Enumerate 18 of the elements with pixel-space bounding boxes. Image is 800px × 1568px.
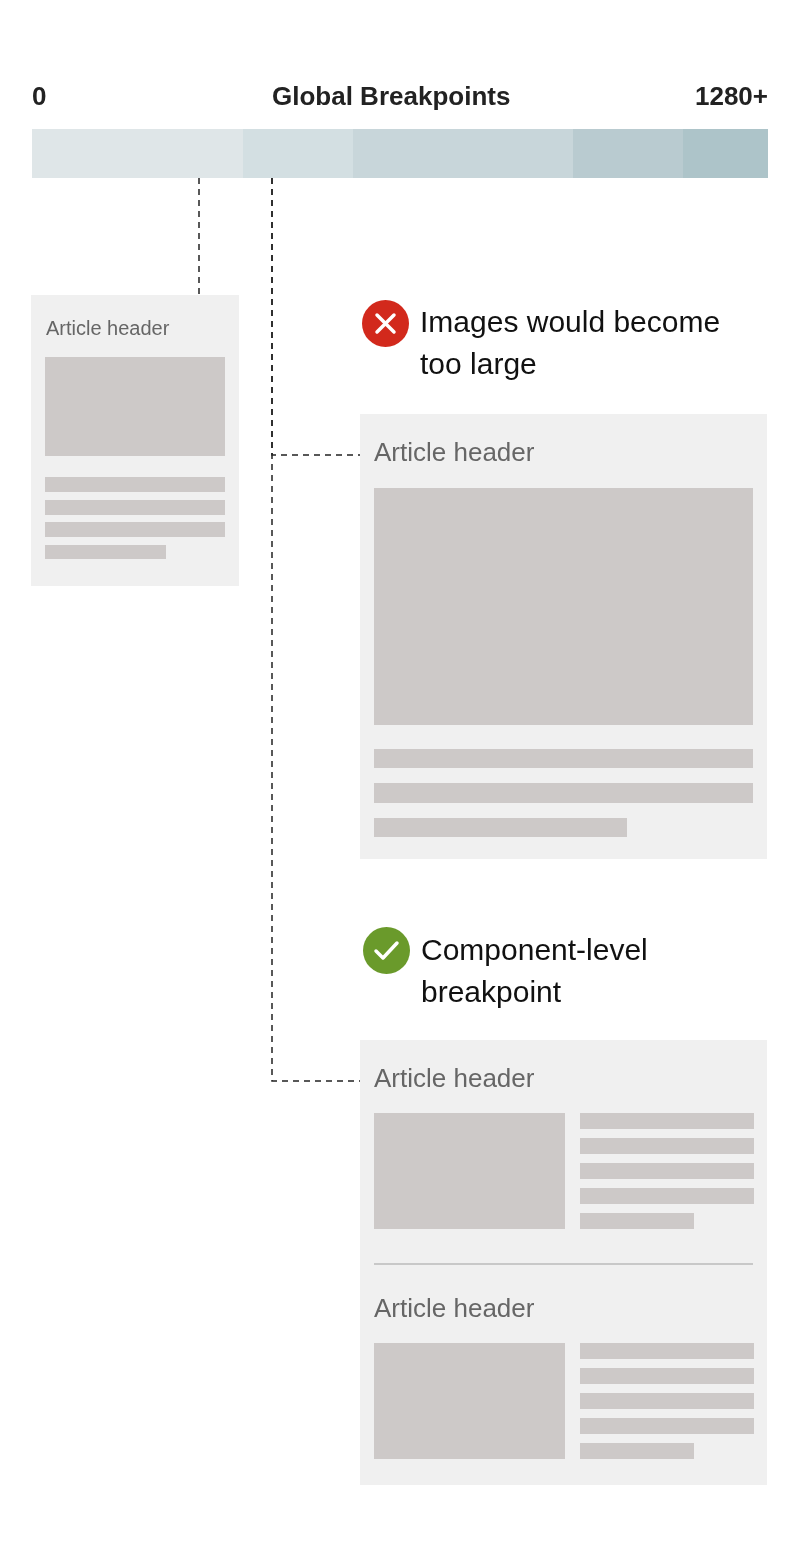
article-card [360,1040,767,1485]
breakpoint-value: 1280+ [694,83,768,109]
card-title: Article header [374,1064,535,1093]
article-card [360,414,767,859]
breakpoint-segment [683,129,768,178]
card-title: Article header [374,438,535,467]
card-title: Article header [46,317,170,339]
breakpoint-segment [32,129,243,178]
article-card [31,295,239,586]
annotation-text: Component-level breakpoint [421,932,649,1010]
dashed-connector [198,177,200,296]
heading: Global Breakpoints [272,83,511,109]
breakpoint-segment [573,129,683,178]
card-title: Article header [374,1294,535,1323]
breakpoint-segment [243,129,353,178]
annotation-text: Images would become too large [420,304,722,382]
breakpoint-value: 0 [32,83,47,109]
breakpoint-segment [353,129,573,178]
